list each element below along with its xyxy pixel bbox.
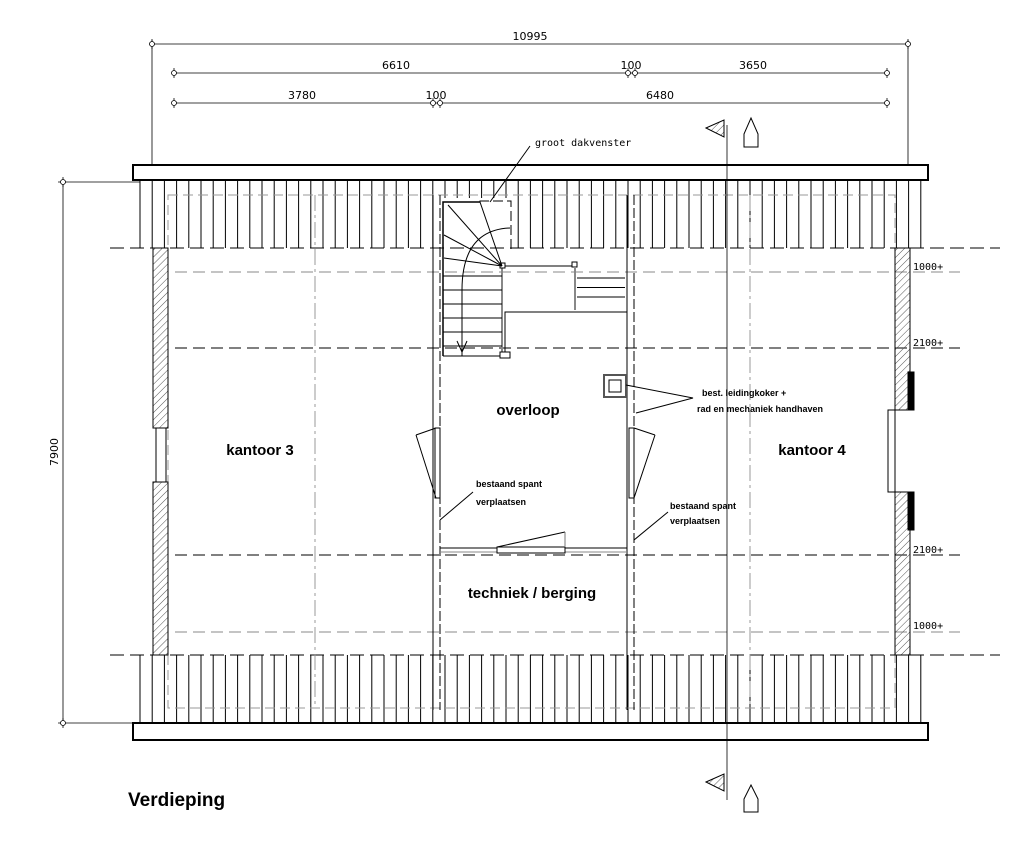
partitions bbox=[415, 195, 656, 710]
roof-eave-bottom bbox=[132, 722, 929, 741]
dimension-node bbox=[60, 179, 66, 185]
duct-note-1: best. leidingkoker + bbox=[702, 388, 786, 398]
dim-overall-depth: 7900 bbox=[48, 438, 61, 466]
staircase bbox=[442, 200, 627, 359]
room-label-techniek-berging: techniek / berging bbox=[468, 585, 596, 602]
roof-rafters bbox=[139, 180, 922, 723]
dim-100-b: 100 bbox=[426, 89, 447, 102]
dimension-node bbox=[171, 70, 177, 76]
window-right bbox=[887, 409, 896, 493]
dimension-node bbox=[149, 41, 155, 47]
level-label: 1000+ bbox=[913, 621, 943, 632]
section-markers bbox=[704, 116, 759, 813]
dimension-node bbox=[632, 70, 638, 76]
truss-note-left-2: verplaatsen bbox=[476, 497, 526, 507]
walls bbox=[152, 247, 915, 656]
room-label-kantoor-4: kantoor 4 bbox=[778, 442, 846, 459]
dim-100-a: 100 bbox=[621, 59, 642, 72]
dim-overall-width: 10995 bbox=[513, 30, 548, 43]
level-label: 2100+ bbox=[913, 545, 943, 556]
truss-note-right-2: verplaatsen bbox=[670, 516, 720, 526]
dimension-node bbox=[171, 100, 177, 106]
stair-treads bbox=[443, 275, 625, 347]
truss-note-right-1: bestaand spant bbox=[670, 501, 736, 511]
dimension-node bbox=[625, 70, 631, 76]
room-label-kantoor-3: kantoor 3 bbox=[226, 442, 294, 459]
dimension-lines bbox=[58, 40, 909, 724]
duct-note-2: rad en mechaniek handhaven bbox=[697, 404, 823, 414]
room-label-overloop: overloop bbox=[496, 402, 559, 419]
dimension-node bbox=[884, 100, 890, 106]
dim-3650: 3650 bbox=[739, 59, 767, 72]
dimension-node bbox=[437, 100, 443, 106]
duct-shaft bbox=[603, 374, 694, 414]
level-label: 2100+ bbox=[913, 338, 943, 349]
truss-note-left-1: bestaand spant bbox=[476, 479, 542, 489]
dim-6480: 6480 bbox=[646, 89, 674, 102]
dimension-node bbox=[905, 41, 911, 47]
level-label: 1000+ bbox=[913, 262, 943, 273]
leader-lines bbox=[439, 145, 669, 541]
dimension-ticks bbox=[60, 39, 911, 728]
dim-6610: 6610 bbox=[382, 59, 410, 72]
dim-3780: 3780 bbox=[288, 89, 316, 102]
dimension-node bbox=[60, 720, 66, 726]
roof-ridge-top bbox=[132, 164, 929, 181]
dormer-note: groot dakvenster bbox=[535, 138, 631, 149]
roof-lines bbox=[110, 125, 1000, 800]
window-left bbox=[155, 427, 167, 483]
drawing-title: Verdieping bbox=[128, 790, 225, 811]
dimension-node bbox=[884, 70, 890, 76]
dimension-node bbox=[430, 100, 436, 106]
